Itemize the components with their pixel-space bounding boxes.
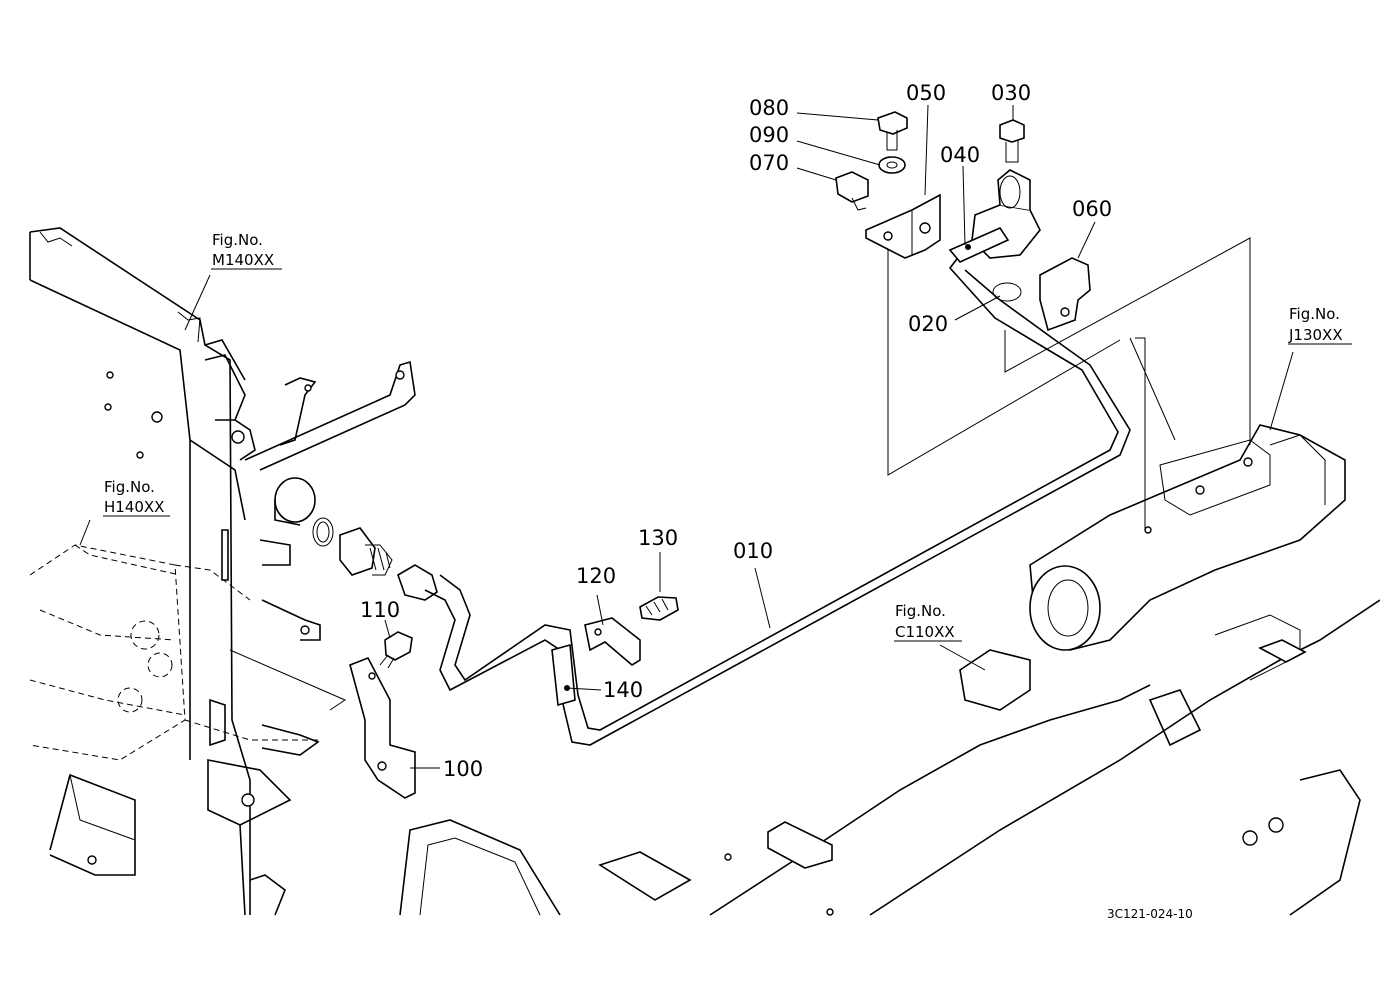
part-labels: 010 020 030 040 050 060 070 080 090 100 … (360, 81, 1112, 781)
part-label-080: 080 (749, 96, 789, 120)
upper-bracket-drawing (204, 354, 416, 471)
reference-lines (79, 104, 1294, 769)
part-label-100: 100 (443, 757, 483, 781)
transmission-drawing (399, 424, 1380, 916)
part-label-120: 120 (576, 564, 616, 588)
part-label-140: 140 (603, 678, 643, 702)
fig-ref-c110-title: Fig.No. (895, 602, 946, 620)
fig-ref-c110-code: C110XX (895, 623, 955, 641)
left-frame-drawing (29, 227, 321, 916)
part-label-050: 050 (906, 81, 946, 105)
fig-ref-j130-title: Fig.No. (1289, 305, 1340, 323)
pump-drawing (29, 544, 320, 761)
fig-ref-h140-title: Fig.No. (104, 478, 155, 496)
part-label-010: 010 (733, 539, 773, 563)
part-label-060: 060 (1072, 197, 1112, 221)
part-label-130: 130 (638, 526, 678, 550)
fig-ref-j130-code: J130XX (1288, 326, 1343, 344)
fig-ref-h140-code: H140XX (104, 498, 164, 516)
part-label-110: 110 (360, 598, 400, 622)
left-fitting-drawing (274, 477, 438, 601)
part-label-030: 030 (991, 81, 1031, 105)
part-label-090: 090 (749, 123, 789, 147)
part-label-020: 020 (908, 312, 948, 336)
main-pipe-drawing (424, 254, 1131, 746)
fig-ref-m140-code: M140XX (212, 251, 274, 269)
document-number: 3C121-024-10 (1107, 907, 1193, 921)
clamp-drawing (584, 596, 679, 666)
figure-references: Fig.No. M140XX Fig.No. H140XX Fig.No. J1… (103, 231, 1352, 642)
valve-group-drawing (835, 111, 1091, 332)
part-label-040: 040 (940, 143, 980, 167)
fig-ref-m140-title: Fig.No. (212, 231, 263, 249)
part-label-070: 070 (749, 151, 789, 175)
bracket-100-drawing (349, 631, 416, 799)
